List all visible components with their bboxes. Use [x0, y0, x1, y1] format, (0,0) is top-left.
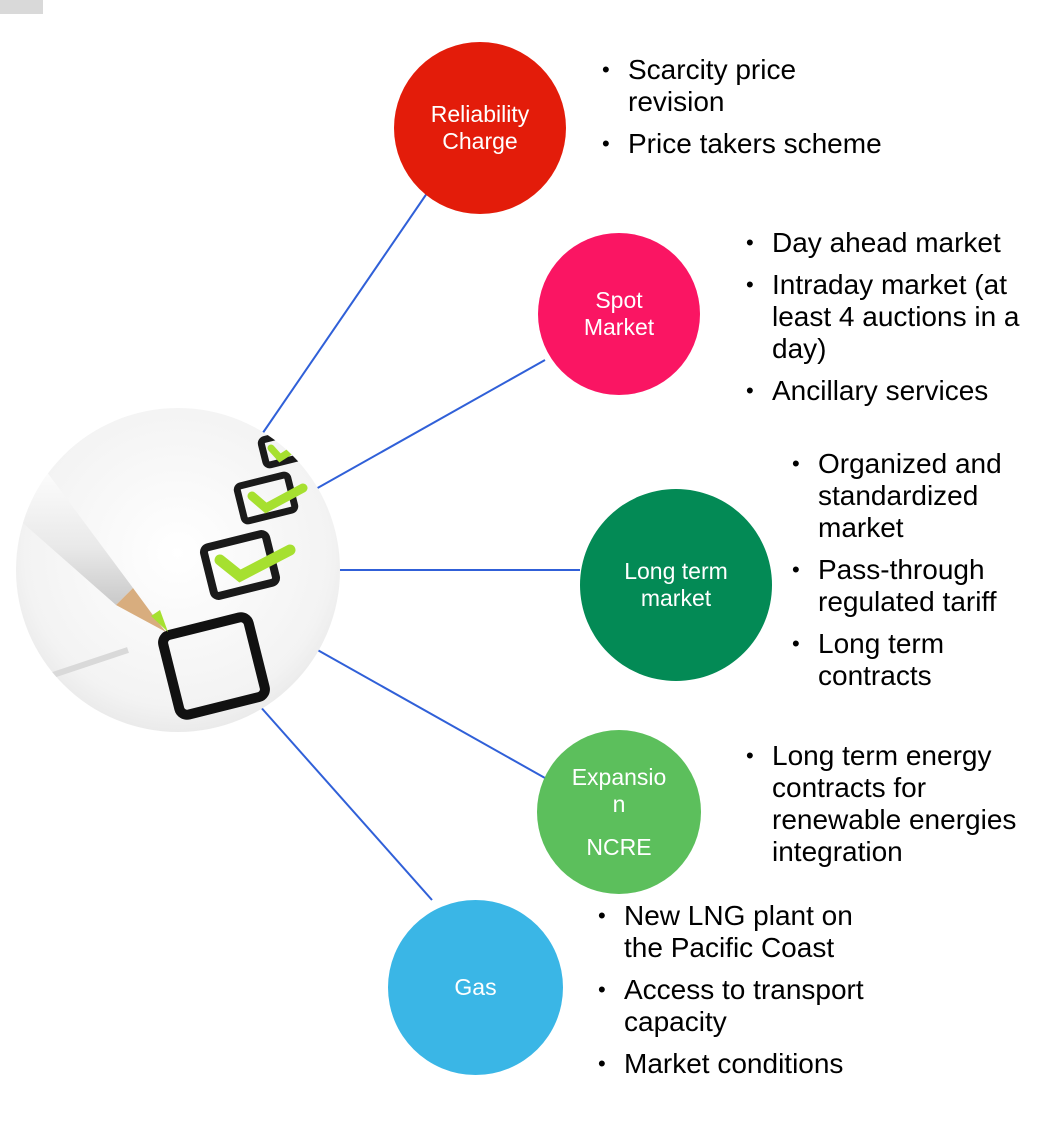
- list-item: Pass-through regulated tariff: [792, 554, 1032, 618]
- bullet-list-spot: Day ahead market Intraday market (at lea…: [746, 227, 1036, 407]
- node-label: Gas: [454, 974, 497, 1000]
- list-item: Market conditions: [598, 1048, 898, 1080]
- list-item: Price takers scheme: [602, 128, 892, 160]
- node-expansion-ncre: Expansio n NCRE: [537, 730, 701, 894]
- node-gas: Gas: [388, 900, 563, 1075]
- bullet-list-long-term: Organized and standardized market Pass-t…: [792, 448, 1032, 692]
- list-item: Organized and standardized market: [792, 448, 1032, 544]
- bullet-list-reliability: Scarcity price revision Price takers sch…: [602, 54, 892, 160]
- connector-reliability: [257, 182, 435, 441]
- node-reliability-charge: Reliability Charge: [394, 42, 566, 214]
- checklist-pencil-icon: [16, 408, 340, 732]
- list-item: New LNG plant on the Pacific Coast: [598, 900, 898, 964]
- node-spot-market: Spot Market: [538, 233, 700, 395]
- node-long-term-market: Long term market: [580, 489, 772, 681]
- list-item: Intraday market (at least 4 auctions in …: [746, 269, 1036, 365]
- list-item: Long term energy contracts for renewable…: [746, 740, 1036, 868]
- slide-corner-marker: [0, 0, 43, 14]
- connector-expansion: [313, 647, 546, 779]
- connector-spot: [313, 359, 546, 491]
- list-item: Scarcity price revision: [602, 54, 892, 118]
- list-item: Access to transport capacity: [598, 974, 898, 1038]
- bullet-list-expansion: Long term energy contracts for renewable…: [746, 740, 1036, 868]
- node-sublabel: NCRE: [586, 833, 652, 860]
- list-item: Day ahead market: [746, 227, 1036, 259]
- bullet-list-gas: New LNG plant on the Pacific Coast Acces…: [598, 900, 898, 1080]
- list-item: Ancillary services: [746, 375, 1036, 407]
- list-item: Long term contracts: [792, 628, 1032, 692]
- node-label: Expansio n: [571, 763, 667, 817]
- node-label: Reliability Charge: [430, 101, 530, 154]
- connector-gas: [257, 703, 433, 901]
- node-label: Spot Market: [583, 287, 655, 340]
- node-label: Long term market: [624, 558, 728, 611]
